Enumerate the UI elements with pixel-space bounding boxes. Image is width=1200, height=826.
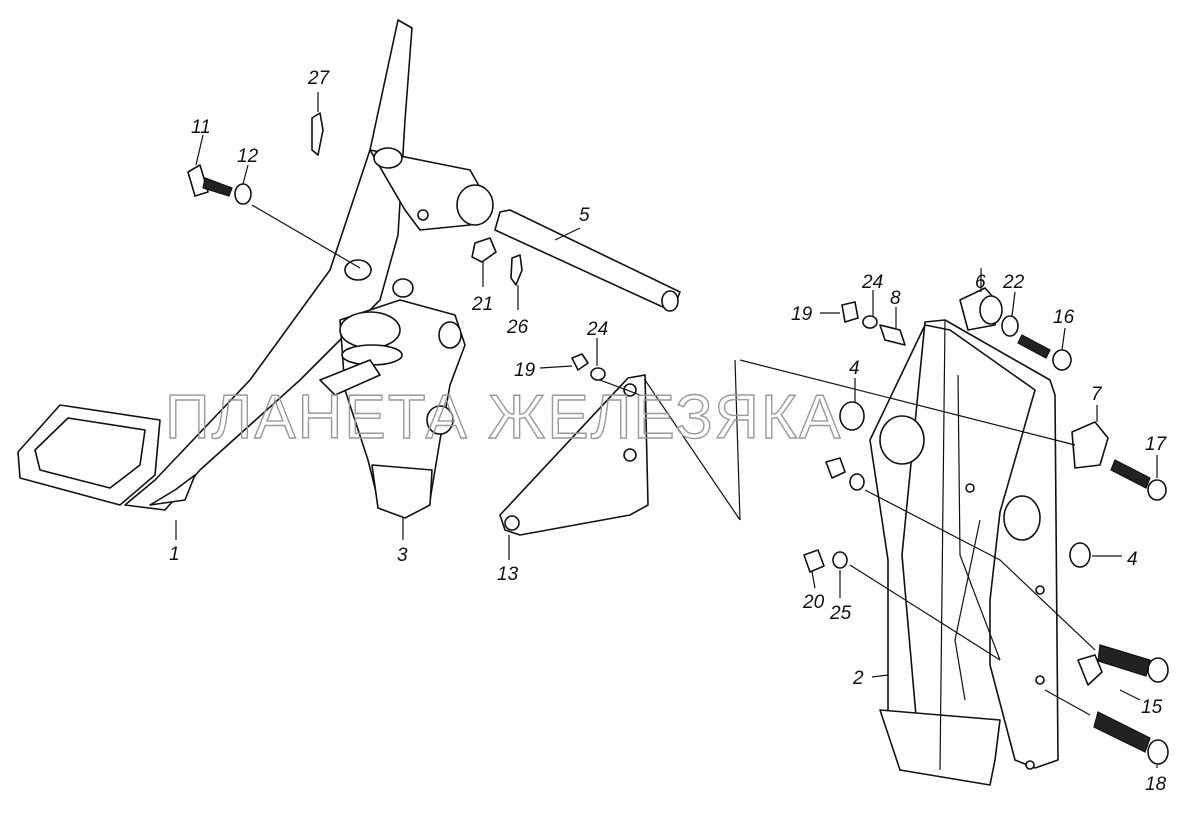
callout-6: 6 <box>975 272 986 293</box>
callout-labels: 27 11 12 5 21 26 24 19 1 3 13 6 24 8 22 … <box>169 68 1168 795</box>
callout-22: 22 <box>1002 272 1025 293</box>
watermark: ПЛАНЕТА ЖЕЛЕЗЯКА <box>165 383 842 452</box>
callout-21: 21 <box>471 294 493 315</box>
callout-15: 15 <box>1141 697 1163 718</box>
callout-2: 2 <box>852 668 864 689</box>
callout-11: 11 <box>191 117 211 138</box>
shaft-and-nut <box>471 209 681 312</box>
callout-12: 12 <box>237 146 259 167</box>
callout-25: 25 <box>829 603 852 624</box>
callout-7: 7 <box>1091 384 1103 405</box>
small-fasteners-right <box>739 287 1169 765</box>
callout-1: 1 <box>169 544 180 565</box>
callout-17: 17 <box>1145 434 1168 455</box>
callout-20: 20 <box>802 592 825 613</box>
small-fasteners-left <box>187 112 361 269</box>
callout-18: 18 <box>1145 774 1167 795</box>
callout-13: 13 <box>497 564 519 585</box>
mounting-bracket <box>869 319 1059 786</box>
bracket-plate <box>499 353 741 536</box>
callout-24-right: 24 <box>861 272 883 293</box>
master-cylinder <box>319 259 466 519</box>
callout-19-left: 19 <box>514 360 536 381</box>
callout-3: 3 <box>397 545 408 566</box>
callout-26: 26 <box>506 317 529 338</box>
callout-leaders <box>175 92 1158 768</box>
callout-4-bottom: 4 <box>1127 549 1138 570</box>
callout-27: 27 <box>307 68 331 89</box>
callout-4-top: 4 <box>849 358 860 379</box>
callout-8: 8 <box>890 288 901 309</box>
callout-16: 16 <box>1053 307 1075 328</box>
callout-19-right: 19 <box>791 304 813 325</box>
callout-5: 5 <box>579 205 590 226</box>
callout-24-left: 24 <box>586 319 608 340</box>
